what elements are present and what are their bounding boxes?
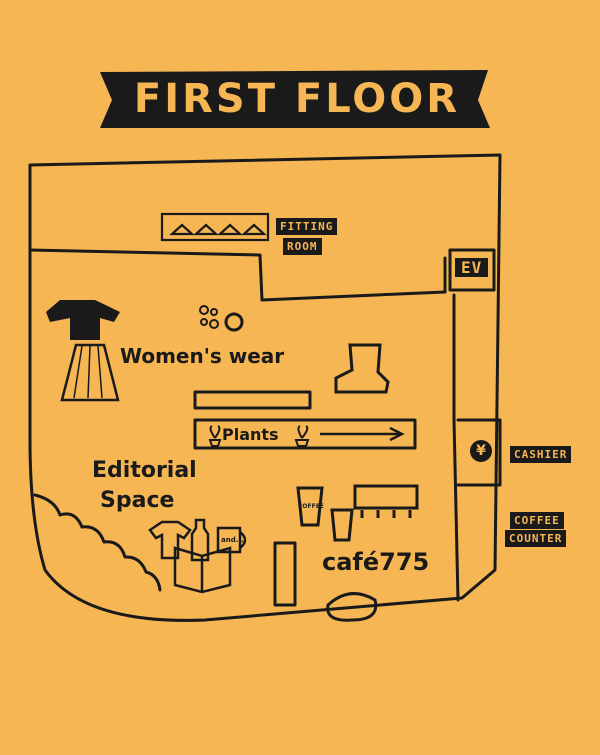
coffee-cup-icon [330, 508, 354, 542]
mug-icon [216, 526, 247, 554]
tshirt-icon [148, 520, 192, 560]
cashier-symbol: ¥ [470, 440, 492, 462]
arrow-right-icon [320, 426, 405, 442]
cafe-shelf [353, 484, 419, 518]
coffee-counter-label-2: COUNTER [505, 530, 567, 547]
bottle-icon [190, 518, 210, 562]
book-icon [173, 546, 232, 594]
inner-right-wall [452, 293, 460, 602]
fitting-room-wall [28, 248, 447, 302]
cafe-label: café775 [322, 548, 430, 576]
coffee-counter-label-1: COFFEE [510, 512, 564, 529]
dress-icon [46, 300, 120, 340]
elevator-box [448, 248, 496, 292]
coffee-cup-icon [296, 486, 324, 527]
skirt-icon [60, 343, 120, 402]
ring-icon [224, 312, 244, 332]
elevator-label: EV [455, 258, 489, 277]
cashier-label: CASHIER [510, 446, 572, 463]
editorial-label-1: Editorial [92, 458, 197, 483]
plants-shelf [193, 418, 417, 450]
coffee-cup-text: COFFEE [298, 503, 324, 510]
page-title: FIRST FLOOR [133, 76, 461, 122]
book-text: and... [221, 536, 244, 544]
fitting-room-label-1: FITTING [276, 218, 338, 235]
floor-outline [28, 153, 502, 622]
title-banner-bg [100, 70, 490, 128]
plants-label: Plants [222, 425, 279, 444]
long-table [273, 541, 297, 607]
hotdog-icon [326, 592, 378, 622]
cashier-box [456, 418, 502, 487]
editorial-label-2: Space [100, 488, 175, 513]
fitting-room-label-2: ROOM [283, 238, 322, 255]
scalloped-edge [33, 493, 162, 592]
womens-wear-label: Women's wear [120, 344, 285, 368]
boot-icon [334, 343, 390, 394]
hanger-icons [160, 212, 270, 242]
plant-icon [208, 425, 310, 447]
earring-icon [199, 305, 219, 329]
stairs-upper [193, 390, 312, 410]
